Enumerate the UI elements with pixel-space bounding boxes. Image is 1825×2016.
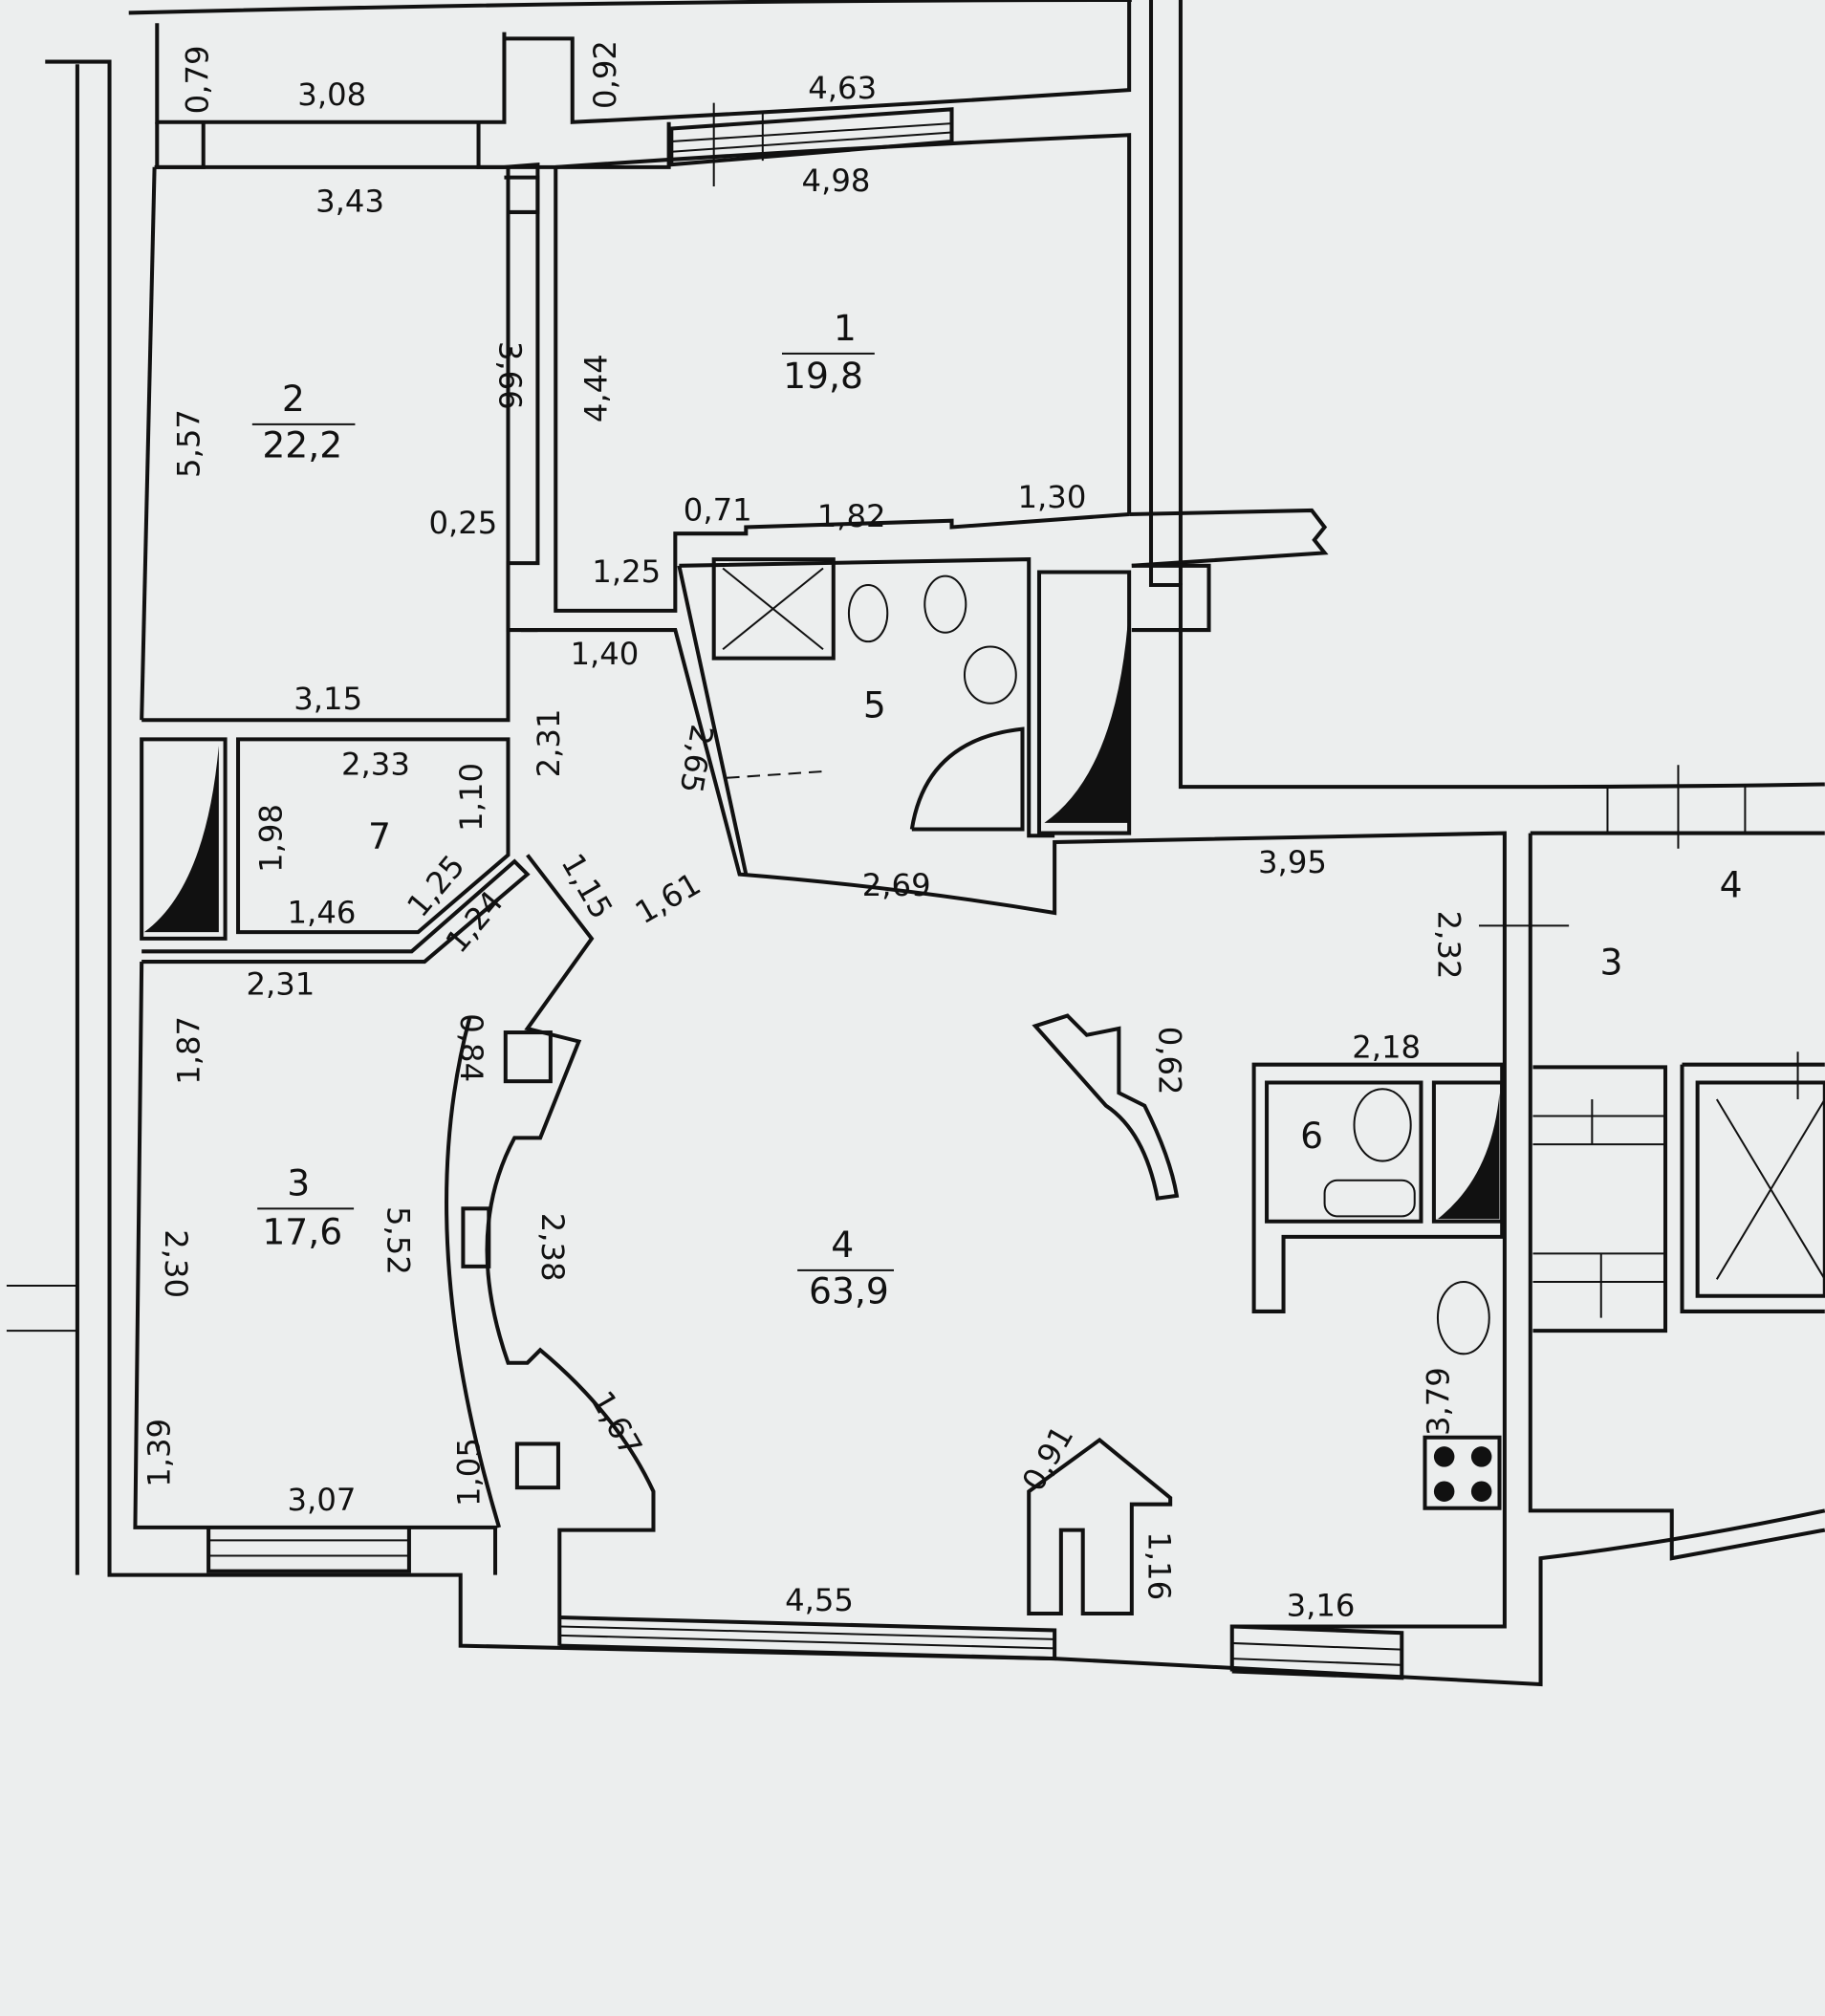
dimension-label: 2,69 — [862, 867, 931, 903]
room-1-area: 19,8 — [783, 355, 863, 397]
dimension-label: 3,66 — [491, 341, 528, 410]
room-4-area: 63,9 — [809, 1270, 889, 1312]
dimension-label: 2,38 — [534, 1213, 571, 1282]
dimension-labels: 0,79 3,08 0,92 4,63 4,98 3,43 3,66 4,44 5,57 0,25… — [141, 40, 1467, 1623]
dimension-label: 1,87 — [170, 1016, 206, 1085]
walls — [6, 0, 1825, 1687]
room-6-number: 6 — [1300, 1115, 1323, 1157]
dimension-label: 3,08 — [297, 76, 366, 113]
dimension-label: 2,32 — [1430, 911, 1467, 980]
dimension-label: 5,52 — [380, 1206, 416, 1275]
dimension-label: 4,55 — [785, 1582, 854, 1618]
dimension-label: 1,46 — [288, 894, 357, 930]
dimension-label: 1,98 — [252, 804, 289, 873]
dimension-label: 4,98 — [802, 163, 871, 199]
dimension-label: 2,18 — [1352, 1030, 1421, 1066]
toilet-icon — [847, 583, 889, 643]
dimension-label: 4,44 — [578, 354, 615, 423]
dimension-label: 1,30 — [1018, 479, 1087, 515]
dimension-label: 2,31 — [531, 709, 567, 778]
room-7-number: 7 — [368, 814, 391, 856]
room-labels: 1 19,8 2 22,2 3 17,6 4 63,9 5 6 7 3 4 — [251, 307, 1743, 1312]
room-2-number: 2 — [282, 378, 305, 420]
dimension-label: 1,40 — [570, 636, 639, 672]
dimension-label: 4,63 — [808, 70, 877, 106]
dimension-label: 3,07 — [288, 1482, 357, 1518]
dimension-label: 1,05 — [450, 1438, 487, 1507]
neighbor-room-3: 3 — [1600, 941, 1623, 983]
dimension-label: 3,95 — [1258, 844, 1327, 880]
dimension-label: 3,43 — [315, 184, 384, 220]
dimension-label: 0,71 — [684, 491, 752, 528]
room-5-number: 5 — [863, 683, 886, 726]
room-3-area: 17,6 — [262, 1211, 342, 1253]
dimension-label: 1,39 — [141, 1419, 177, 1487]
dimension-label: 0,92 — [587, 40, 623, 109]
dimension-label: 0,79 — [180, 45, 216, 114]
dimension-label: 1,82 — [817, 498, 886, 534]
dimension-label: 3,16 — [1287, 1587, 1356, 1623]
dimension-label: 0,84 — [453, 1013, 489, 1082]
stove-icon — [1423, 1435, 1502, 1510]
dimension-label: 3,15 — [293, 681, 362, 717]
dimension-label: 1,25 — [592, 553, 661, 590]
room-3-number: 3 — [287, 1162, 310, 1204]
room-4-number: 4 — [831, 1224, 854, 1266]
dimension-label: 1,16 — [1141, 1531, 1178, 1600]
sink-icon — [963, 645, 1017, 705]
bidet-icon — [923, 574, 967, 634]
dimension-label: 1,10 — [453, 763, 489, 832]
dimension-label: 2,30 — [158, 1229, 194, 1298]
dimension-label: 0,25 — [428, 505, 497, 541]
dimension-label: 5,57 — [170, 409, 206, 478]
dimension-label: 3,79 — [1421, 1367, 1457, 1436]
dimension-label: 0,62 — [1151, 1027, 1187, 1095]
room-2-area: 22,2 — [262, 424, 342, 466]
room-1-number: 1 — [834, 307, 857, 349]
dimension-label: 2,33 — [341, 747, 410, 783]
neighbor-room-4: 4 — [1720, 864, 1743, 906]
dimension-label: 2,31 — [246, 966, 315, 1003]
